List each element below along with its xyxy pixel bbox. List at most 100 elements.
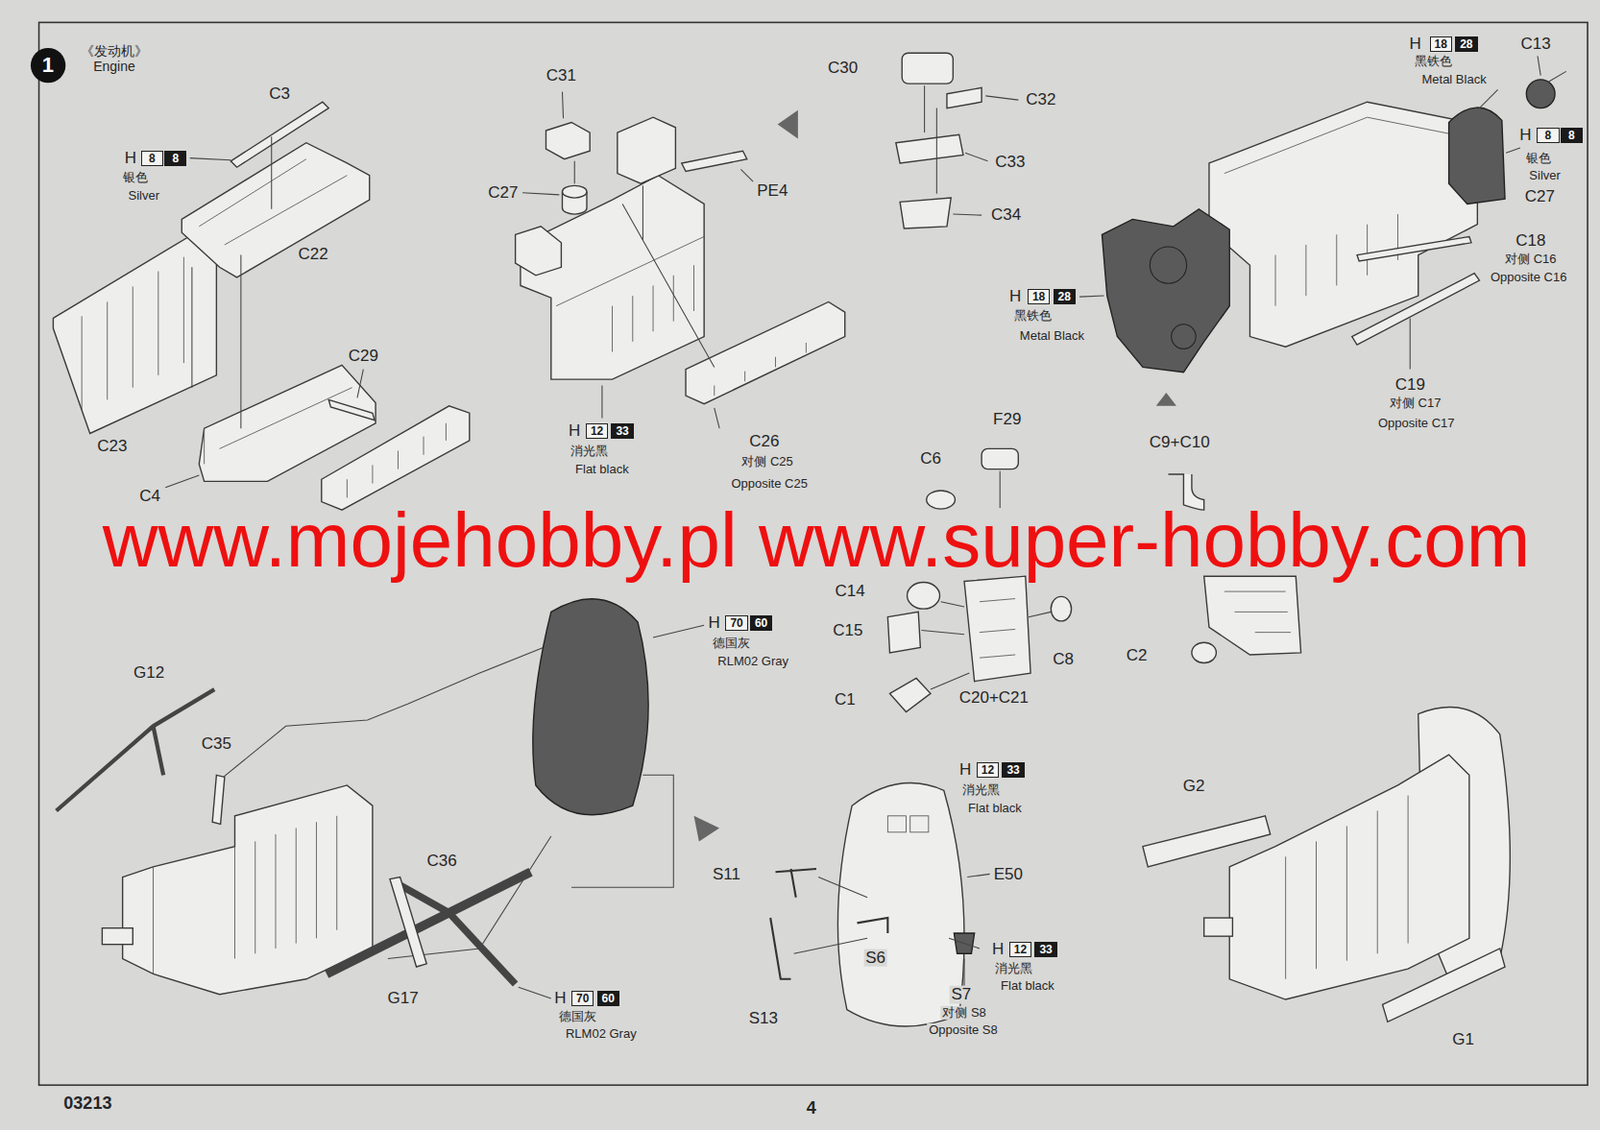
paint-code-box: 8 <box>141 150 164 167</box>
leader-line <box>1478 55 1566 153</box>
paint-name: 对侧 S8 <box>940 1006 989 1020</box>
paint-name-chinese: 德国灰 <box>557 1010 599 1024</box>
paint-code: 28 <box>1058 290 1071 303</box>
paint-brand-letter: H <box>566 422 582 441</box>
paint-name-chinese: 消光黑 <box>568 443 610 458</box>
paint-name-chinese: 黑铁色 <box>1012 309 1054 323</box>
part-number: C35 <box>199 734 234 753</box>
part-outline <box>889 678 930 712</box>
part-outline <box>181 143 369 278</box>
part-number: C18 <box>1513 231 1548 250</box>
part-number: G12 <box>131 664 167 683</box>
step-circle <box>30 48 66 83</box>
part-detail <box>198 159 347 245</box>
part-outline <box>1142 816 1271 868</box>
part-detail <box>910 816 929 833</box>
paint-code: 8 <box>1544 129 1552 142</box>
part-number: S7 <box>948 986 973 1005</box>
part-outline <box>1204 918 1234 937</box>
part-number: C15 <box>830 621 865 640</box>
paint-name: Flat black <box>966 800 1024 815</box>
paint-code: 60 <box>602 993 615 1005</box>
paint-code-dark-box: 8 <box>1560 127 1583 144</box>
paint-code: 28 <box>1459 38 1473 50</box>
part-detail <box>1224 591 1291 632</box>
part-detail <box>1149 246 1187 284</box>
paint-code-box: 18 <box>1027 289 1050 305</box>
part-detail <box>1171 324 1196 349</box>
paint-code-box: 18 <box>1430 36 1453 52</box>
part-number: C27 <box>1523 188 1557 207</box>
part-outline <box>1357 236 1472 261</box>
dark-part <box>1101 209 1230 373</box>
paint-code: 33 <box>615 425 629 437</box>
part-outline <box>515 226 562 276</box>
paint-code: 70 <box>576 993 589 1005</box>
paint-name-chinese: 德国灰 <box>710 636 752 651</box>
part-number: C3 <box>266 84 292 103</box>
page-frame <box>39 22 1589 1086</box>
part-outline <box>545 121 590 159</box>
paint-name: RLM02 Gray <box>715 654 791 668</box>
part-number: C19 <box>1393 375 1428 394</box>
paint-name: RLM02 Gray <box>563 1027 639 1042</box>
part-outline <box>901 52 953 84</box>
page-number: 03213 <box>61 1094 114 1115</box>
paint-code-dark-box: 33 <box>1001 762 1024 778</box>
top-middle-parts <box>515 92 846 430</box>
bottom-middle-parts <box>694 783 991 1027</box>
paint-code: 8 <box>171 152 179 165</box>
part-detail <box>346 423 446 499</box>
part-outline <box>321 406 470 510</box>
leader-line <box>1079 295 1104 297</box>
direction-arrow <box>694 816 721 843</box>
paint-code: 12 <box>1014 944 1027 956</box>
leader-line <box>518 625 704 999</box>
watermark: www.mojehobby.pl www.super-hobby.com <box>100 498 1533 583</box>
part-outline <box>520 175 704 380</box>
part-number: G2 <box>1181 777 1208 797</box>
part-outline <box>212 775 225 825</box>
direction-arrow <box>1156 392 1177 407</box>
part-number: C22 <box>296 244 331 264</box>
part-number: C6 <box>918 450 944 469</box>
top-left-parts <box>52 101 469 510</box>
part-detail <box>153 816 338 975</box>
paint-brand-letter: H <box>1407 34 1424 53</box>
part-outline <box>899 197 951 229</box>
paint-brand-letter: H <box>1007 288 1023 307</box>
paint-name: 对侧 C17 <box>1387 396 1443 411</box>
part-outline <box>1209 101 1478 347</box>
paint-code-dark-box: 60 <box>597 991 620 1007</box>
part-detail <box>556 236 704 352</box>
part-number: G1 <box>1450 1030 1477 1049</box>
part-outline <box>856 918 888 934</box>
part-outline <box>964 576 1031 681</box>
paint-name: Silver <box>1527 169 1563 183</box>
paint-code-box: 8 <box>1536 127 1559 144</box>
part-outline <box>389 877 427 968</box>
paint-name: Flat black <box>573 462 631 477</box>
part-number: S13 <box>747 1010 780 1029</box>
part-outline <box>775 869 817 898</box>
part-number: C26 <box>747 433 781 452</box>
part-outline <box>681 150 748 171</box>
paint-name: Silver <box>126 189 163 203</box>
engine-mount <box>326 872 531 974</box>
paint-code: 33 <box>1039 944 1052 956</box>
part-outline <box>230 101 329 168</box>
dark-part <box>1449 107 1505 204</box>
leader-line <box>165 136 364 487</box>
engine-mount <box>56 689 216 811</box>
part-number: C31 <box>544 66 579 85</box>
part-number: C30 <box>825 59 860 78</box>
paint-code: 60 <box>754 617 768 630</box>
paint-code: 8 <box>148 152 156 165</box>
part-number: PE4 <box>754 181 790 200</box>
part-number: S6 <box>863 948 888 968</box>
part-outline <box>1382 948 1505 1022</box>
paint-name: Metal Black <box>1419 72 1488 87</box>
part-number: C9+C10 <box>1147 434 1213 453</box>
part-number: C8 <box>1050 651 1076 670</box>
part-outline <box>946 87 982 108</box>
